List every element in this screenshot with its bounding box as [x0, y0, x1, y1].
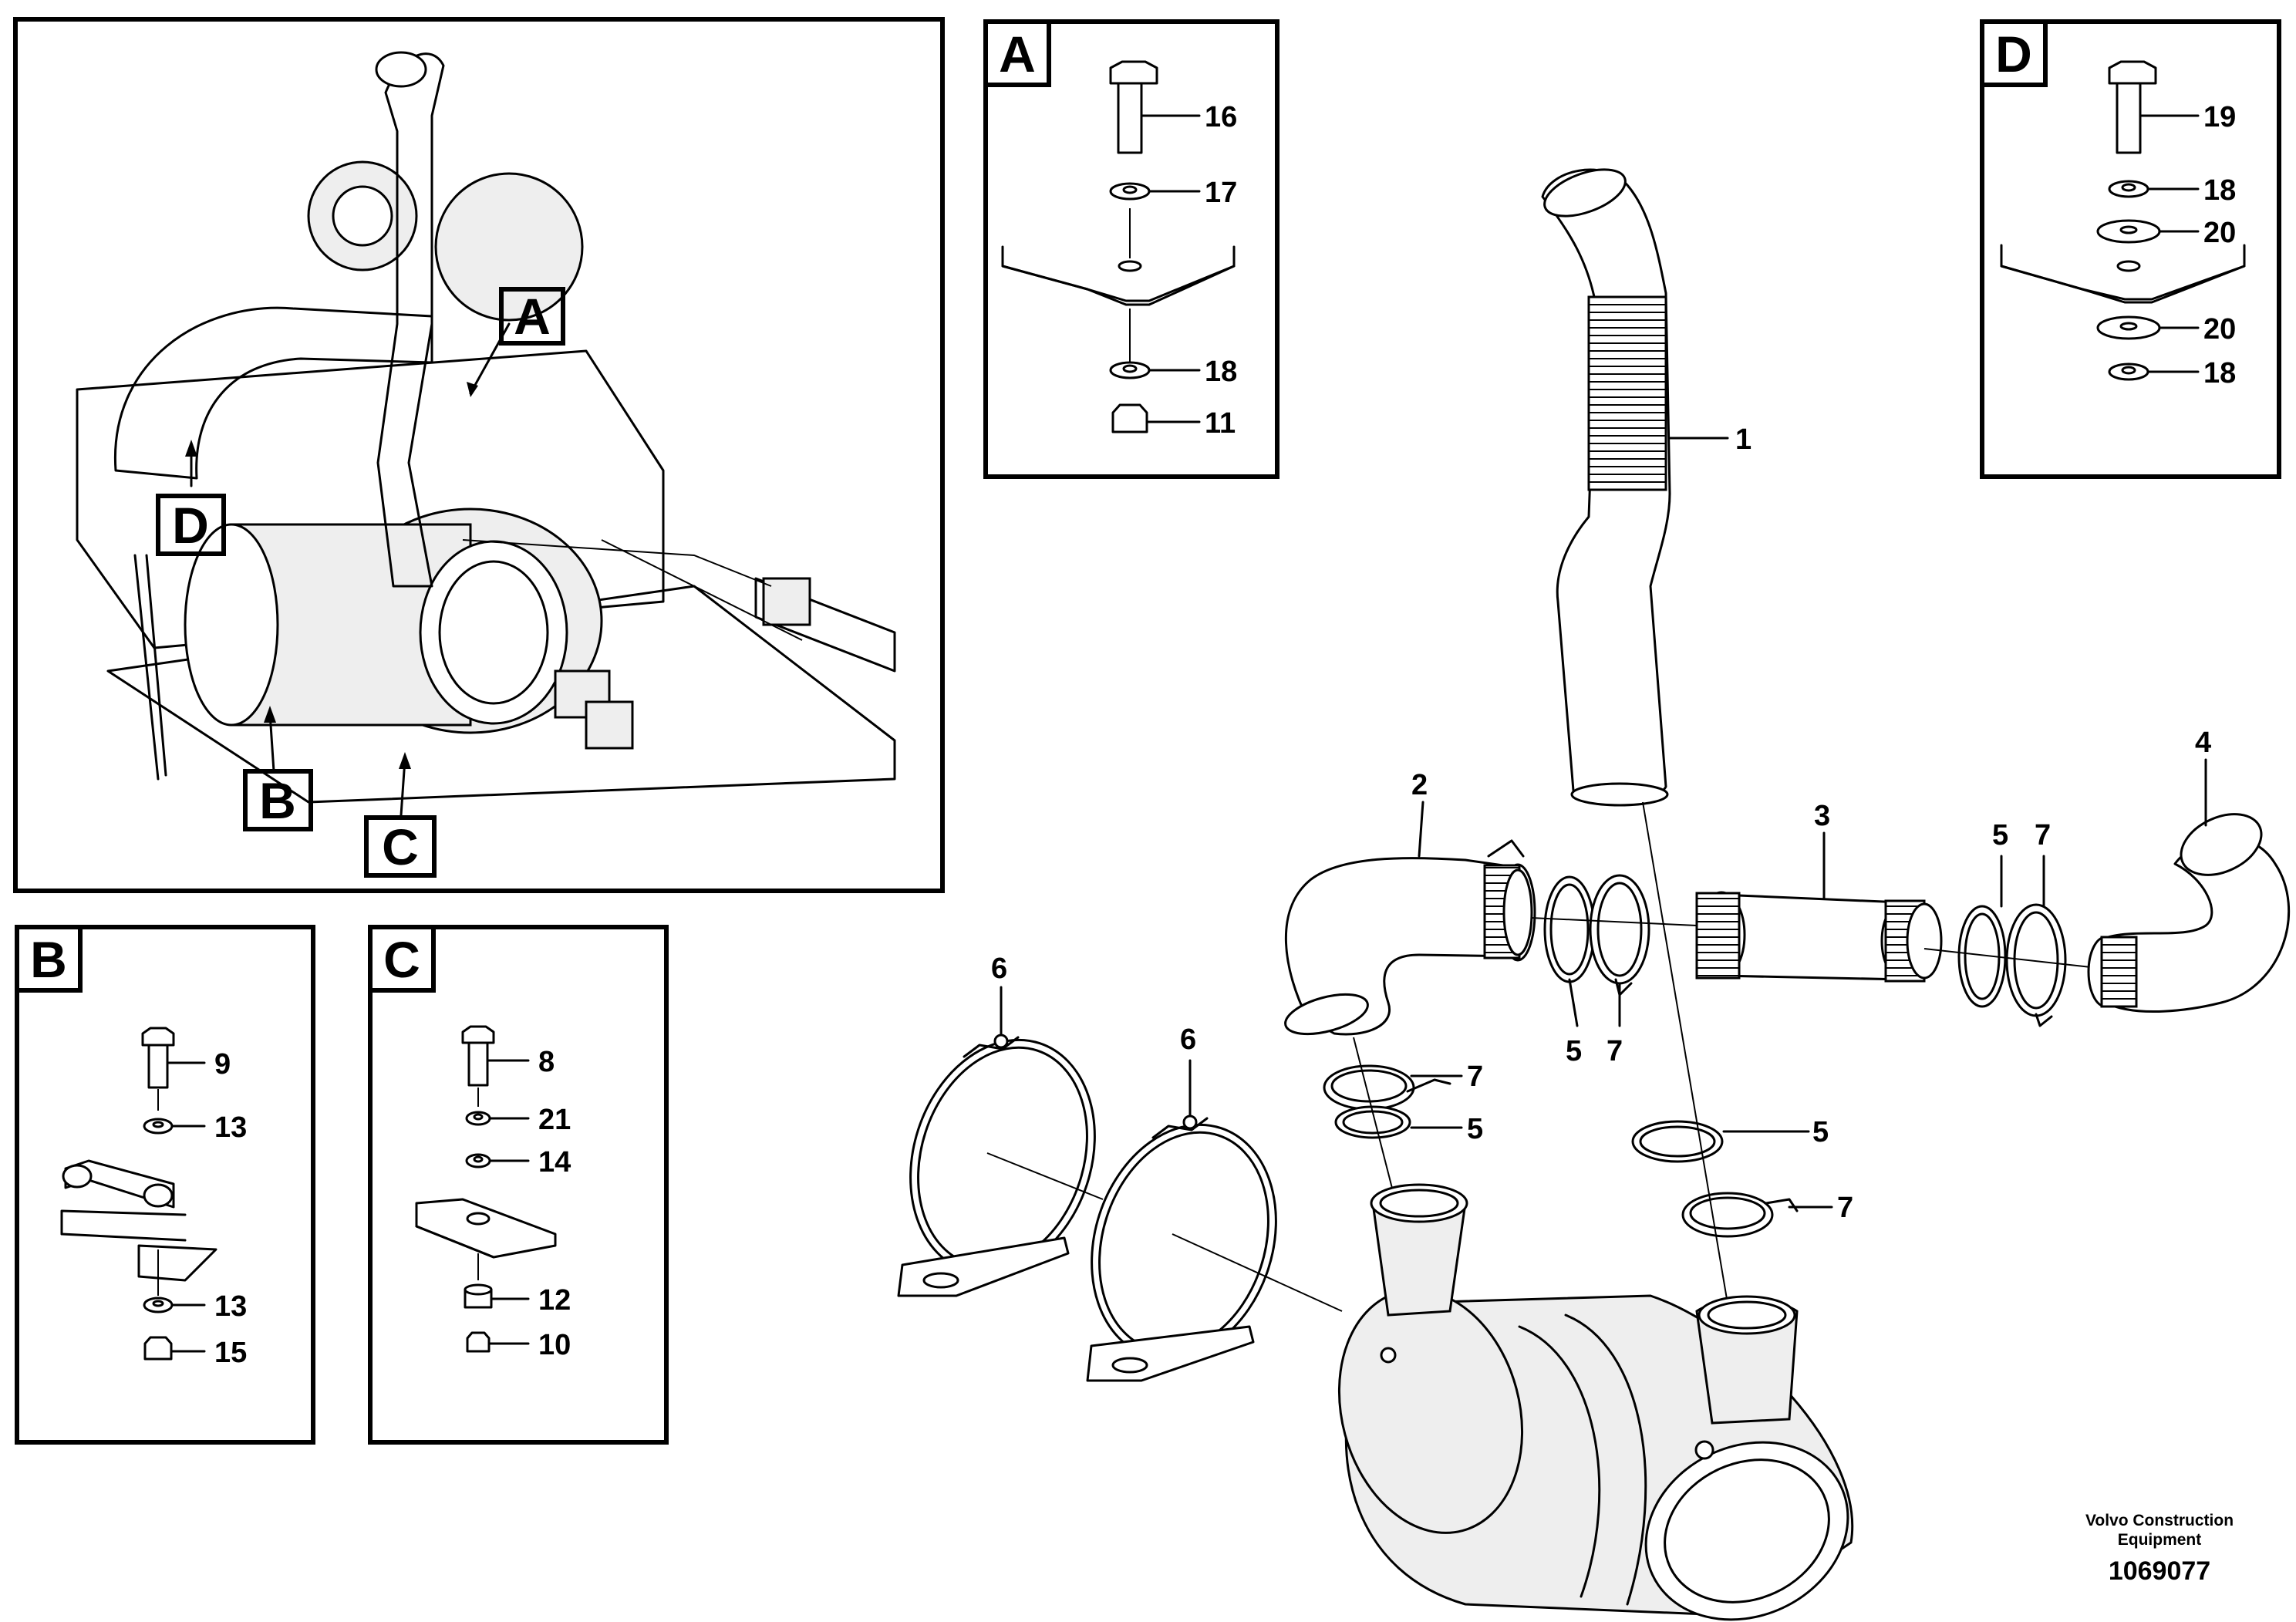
part-number-label: 14: [538, 1146, 571, 1179]
gasket-5-inlet: 5: [1334, 1105, 1483, 1145]
part-number-label: 3: [1814, 800, 1830, 832]
document-number: 1069077: [2109, 1556, 2210, 1586]
part-number-label: 21: [538, 1104, 571, 1136]
part-number-label: 18: [2203, 357, 2236, 389]
part-number-label: 6: [991, 953, 1007, 985]
exploded-view: 1 2 5 7: [897, 168, 2291, 1621]
part-number-label: 18: [2203, 174, 2236, 207]
clamp-7-outlet: 7: [1681, 1192, 1853, 1238]
callout-A: A: [467, 287, 565, 397]
part-number-label: 5: [1812, 1116, 1829, 1148]
callout-C: C: [364, 752, 437, 878]
callout-D: D: [156, 440, 226, 556]
part-number-label: 12: [538, 1284, 571, 1317]
part-number-label: 15: [214, 1337, 247, 1369]
part-number-label: 20: [2203, 313, 2236, 346]
part-number-label: 7: [1607, 1035, 1623, 1067]
detail-panel-C: C 8 21 14 12 10: [368, 925, 669, 1445]
part-number-label: 20: [2203, 217, 2236, 249]
part-number-label: 7: [2035, 819, 2051, 851]
bracket-6-right: 6: [1086, 1023, 1277, 1382]
credit-line-1: Volvo Construction: [2085, 1512, 2234, 1529]
pipe-1: 1: [1541, 168, 1752, 807]
panel-C-letter: C: [383, 931, 420, 988]
part-number-label: 7: [1467, 1061, 1483, 1093]
part-number-label: 1: [1735, 423, 1752, 456]
part-number-label: 4: [2195, 727, 2211, 759]
part-number-label: 7: [1837, 1192, 1853, 1224]
part-number-label: 5: [1566, 1035, 1582, 1067]
credit-line-2: Equipment: [2118, 1531, 2202, 1549]
dpf-muffler: [1337, 1183, 1854, 1621]
panel-A-letter: A: [999, 25, 1036, 83]
pipe-3: 3: [1695, 800, 1943, 983]
part-number-label: 2: [1411, 769, 1428, 801]
gasket-5-left: 5: [1543, 875, 1596, 1067]
detail-panel-D: D 19 18 20 20 18: [1980, 19, 2281, 479]
detail-panel-B: B 9 13 13 15: [15, 925, 315, 1445]
clamp-7-inlet: 7: [1323, 1061, 1483, 1111]
clamp-7-left: 7: [1589, 874, 1650, 1067]
detail-panel-A: A 16 17 18 11: [983, 19, 1279, 479]
part-number-label: 5: [1467, 1113, 1483, 1145]
part-number-label: 5: [1992, 819, 2008, 851]
overview-panel: A D B C: [13, 17, 945, 893]
part-number-label: 8: [538, 1046, 555, 1078]
credit-block: Volvo Construction Equipment 1069077: [2085, 1512, 2234, 1586]
callout-A-letter: A: [514, 288, 551, 345]
gasket-5-outlet: 5: [1631, 1116, 1829, 1163]
gasket-5-mid: 5: [1957, 819, 2008, 1008]
part-number-label: 19: [2203, 101, 2236, 133]
panel-D-letter: D: [1995, 25, 2032, 83]
callout-D-letter: D: [172, 497, 209, 554]
callout-C-letter: C: [382, 818, 419, 875]
part-number-label: 6: [1180, 1023, 1196, 1056]
part-number-label: 13: [214, 1290, 247, 1323]
callout-B: B: [243, 706, 313, 831]
part-number-label: 17: [1205, 177, 1237, 209]
elbow-2: 2: [1284, 769, 1536, 1036]
callout-B-letter: B: [259, 772, 296, 829]
part-number-label: 10: [538, 1329, 571, 1361]
part-number-label: 16: [1205, 101, 1237, 133]
part-number-label: 9: [214, 1048, 231, 1081]
part-number-label: 18: [1205, 356, 1237, 388]
panel-B-letter: B: [30, 931, 67, 988]
elbow-4: 4: [2087, 727, 2291, 1013]
clamp-7-mid: 7: [2005, 819, 2067, 1027]
part-number-label: 13: [214, 1111, 247, 1144]
bracket-6-left: 6: [897, 953, 1096, 1297]
part-number-label: 11: [1205, 407, 1236, 440]
